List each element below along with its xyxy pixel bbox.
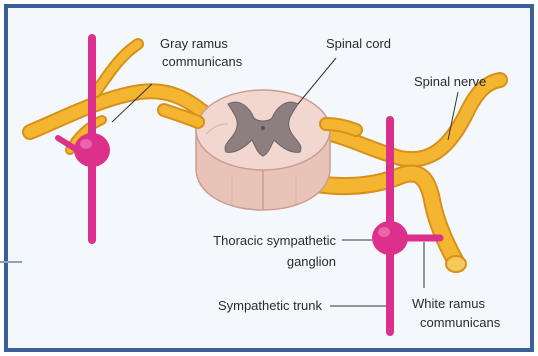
label-white-ramus-line2: communicans — [420, 315, 501, 330]
left-ganglion — [74, 133, 110, 167]
label-thoracic-line2: ganglion — [287, 254, 336, 269]
label-sympathetic-trunk: Sympathetic trunk — [218, 298, 323, 313]
label-gray-ramus-line1: Gray ramus — [160, 36, 228, 51]
label-spinal-nerve: Spinal nerve — [414, 74, 486, 89]
label-white-ramus-line1: White ramus — [412, 296, 485, 311]
label-thoracic-line1: Thoracic sympathetic — [213, 233, 336, 248]
label-gray-ramus-line2: communicans — [162, 54, 243, 69]
spinal-cord — [196, 90, 330, 210]
label-spinal-cord: Spinal cord — [326, 36, 391, 51]
